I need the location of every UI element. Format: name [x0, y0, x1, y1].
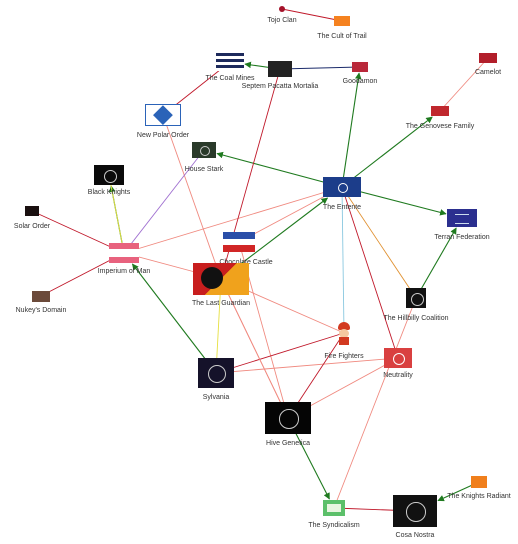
entente-flag-icon[interactable]: [323, 177, 361, 197]
lastguardian-flag-icon[interactable]: [193, 263, 249, 295]
edge-entente-imperium: [123, 186, 343, 254]
camelot-flag-icon[interactable]: [479, 53, 497, 63]
nukey-flag-icon[interactable]: [32, 290, 50, 302]
edge-hillbilly-terran: [415, 227, 457, 299]
firefighters-label: Fire Fighters: [324, 353, 364, 360]
septem-flag-icon[interactable]: [268, 61, 292, 77]
edge-entente-neutrality: [341, 186, 399, 359]
terran-flag-icon[interactable]: [447, 209, 477, 227]
coal-flag-icon[interactable]: [216, 53, 244, 71]
edge-hive-lastguardian: [220, 278, 289, 419]
blackknights-flag-icon[interactable]: [94, 165, 124, 185]
edge-entente-goodamon: [341, 72, 362, 188]
solar-label: Solar Order: [13, 223, 51, 230]
cult-flag-icon[interactable]: [334, 16, 350, 26]
newpolar-flag-icon[interactable]: [145, 104, 181, 126]
edge-entente-hillbilly: [341, 186, 417, 299]
solar-flag-icon[interactable]: [25, 206, 39, 216]
terran-label: Terran Federation: [434, 234, 490, 241]
edge-entente-firefighters: [341, 186, 345, 334]
tojo-label: Tojo Clan: [267, 17, 297, 24]
choc-flag-icon[interactable]: [223, 232, 255, 252]
cosa-flag-icon[interactable]: [393, 495, 437, 527]
coal-label: The Coal Mines: [205, 75, 255, 82]
stark-flag-icon[interactable]: [192, 142, 216, 158]
edge-hillbilly-synd: [333, 297, 417, 509]
edge-septem-goodamon: [279, 66, 361, 70]
stark-label: House Stark: [184, 166, 224, 173]
edge-solar-imperium: [31, 210, 125, 254]
genovese-flag-icon[interactable]: [431, 106, 449, 116]
tojo-flag-icon[interactable]: [279, 6, 285, 12]
radiant-flag-icon[interactable]: [471, 476, 487, 488]
cult-label: The Cult of Trail: [317, 33, 367, 40]
imperium-label: Imperium of Man: [97, 268, 151, 275]
edge-imperium-blackknights: [108, 174, 125, 254]
sylvania-flag-icon[interactable]: [198, 358, 234, 388]
blackknights-label: Black Knights: [87, 189, 131, 196]
edge-sylvania-firefighters: [215, 332, 345, 374]
edge-entente-stark: [216, 151, 343, 188]
goodamon-label: Goodamon: [342, 78, 378, 85]
septem-label: Septem Pacatta Mortalia: [241, 83, 319, 90]
hive-flag-icon[interactable]: [265, 402, 311, 434]
synd-flag-icon[interactable]: [323, 500, 345, 516]
newpolar-label: New Polar Order: [136, 132, 190, 139]
entente-label: The Entente: [322, 204, 362, 211]
cosa-label: Cosa Nostra: [395, 532, 435, 539]
camelot-label: Camelot: [474, 69, 502, 76]
genovese-label: The Genovese Family: [405, 123, 475, 130]
choc-label: Chocolate Castle: [219, 259, 273, 266]
edge-stark-imperium: [123, 149, 205, 254]
imperium-flag-icon[interactable]: [109, 243, 139, 263]
hillbilly-label: The Hillbilly Coalition: [383, 315, 449, 322]
synd-label: The Syndicalism: [308, 522, 360, 529]
nukey-label: Nukey's Domain: [15, 307, 67, 314]
radiant-label: The Knights Radiant: [447, 493, 511, 500]
neutrality-flag-icon[interactable]: [384, 348, 412, 368]
hive-label: Hive Genetica: [266, 440, 310, 447]
edge-sylvania-imperium: [131, 263, 217, 374]
lastguardian-label: The Last Guardian: [192, 300, 250, 307]
firefighters-flag-icon[interactable]: [331, 320, 357, 346]
edge-sylvania-neutrality: [215, 357, 399, 374]
sylvania-label: Sylvania: [202, 394, 230, 401]
edge-entente-genovese: [341, 116, 433, 188]
goodamon-flag-icon[interactable]: [352, 62, 368, 72]
edge-genovese-camelot: [439, 57, 489, 112]
hillbilly-flag-icon[interactable]: [406, 288, 426, 308]
neutrality-label: Neutrality: [383, 372, 413, 379]
edge-newpolar-lastguardian: [162, 114, 222, 280]
edge-tojo-cult: [281, 8, 343, 22]
